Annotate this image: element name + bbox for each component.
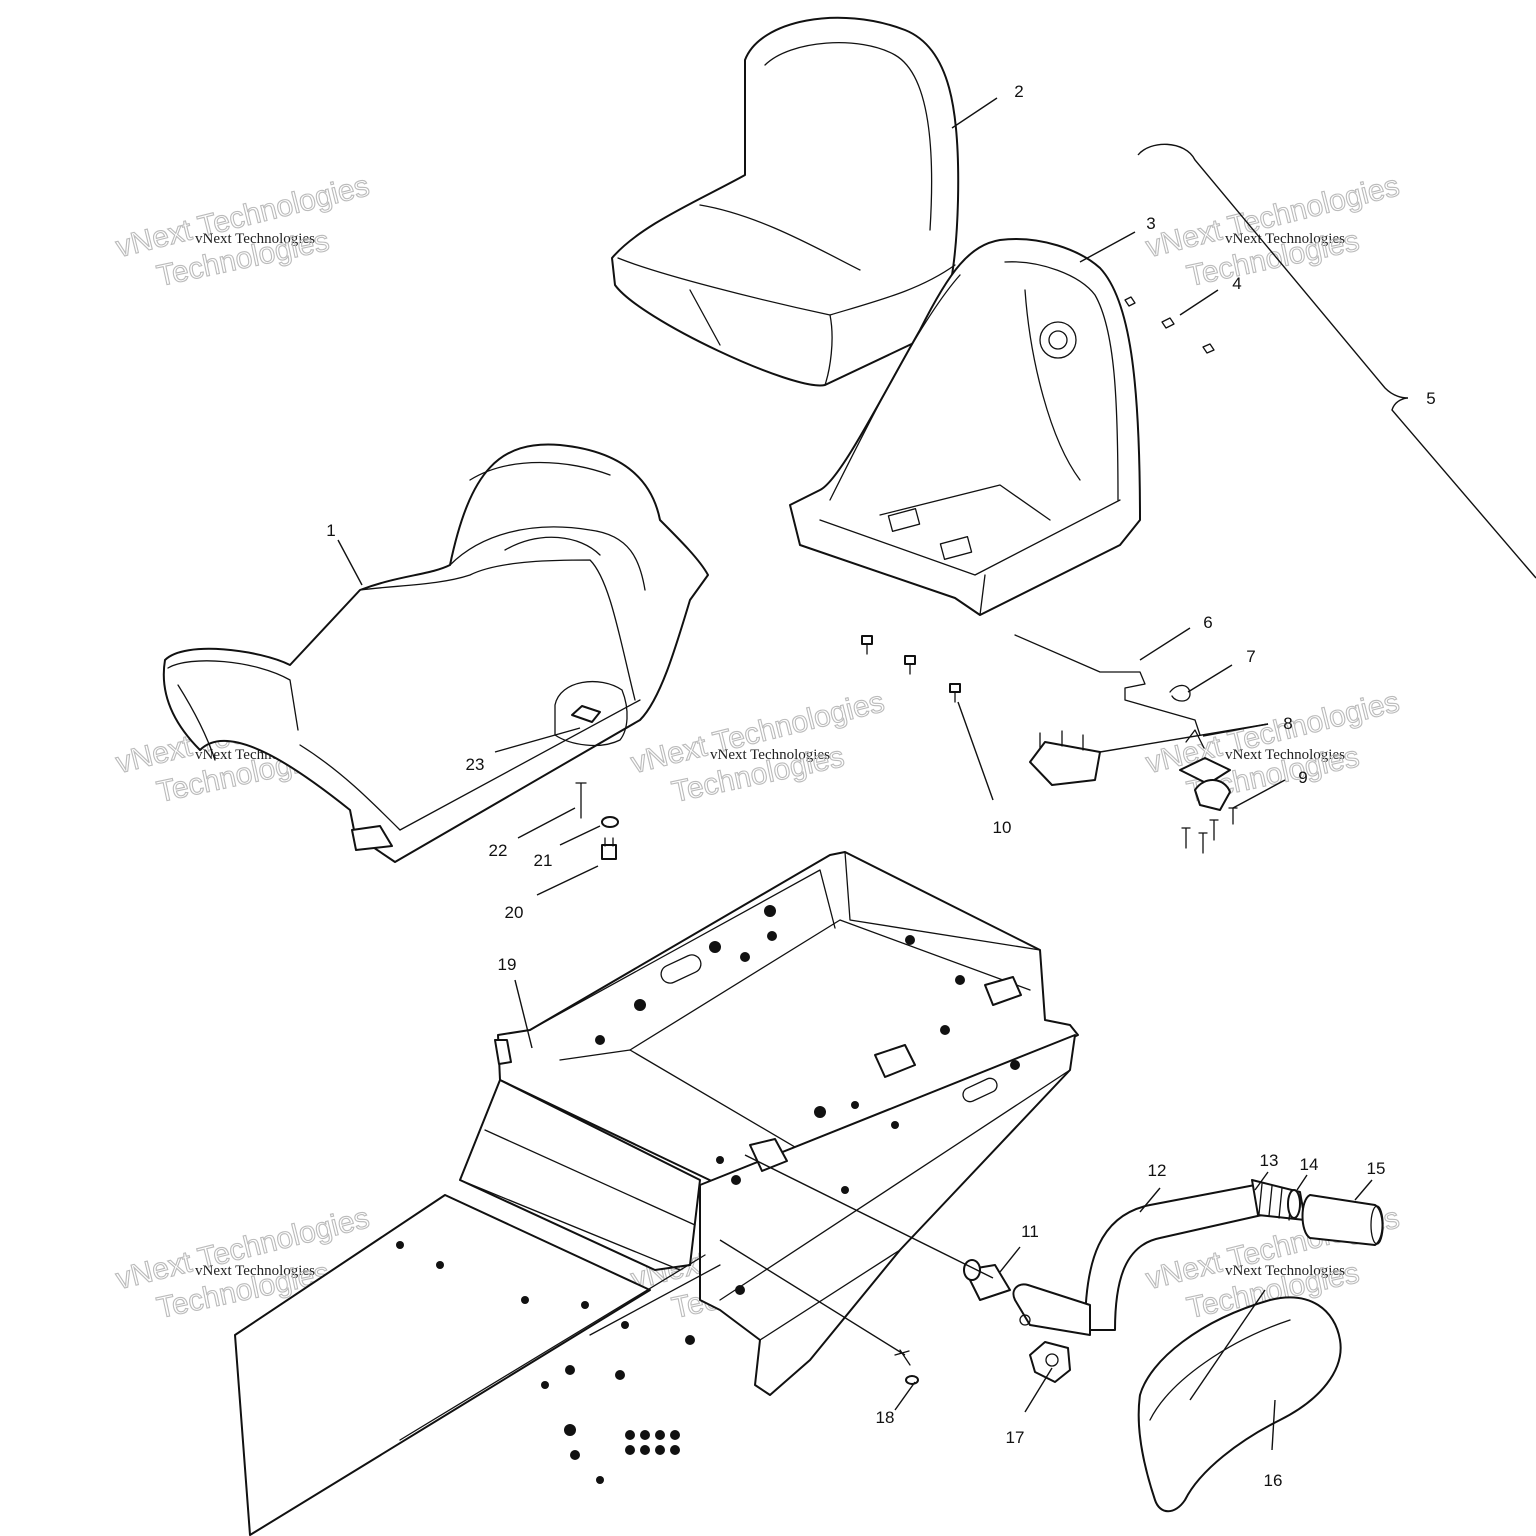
part-7-spring <box>1169 684 1191 702</box>
callout-21: 21 <box>534 851 553 870</box>
part-23-latch <box>554 680 628 747</box>
callout-11: 11 <box>1021 1222 1039 1241</box>
callout-14: 14 <box>1300 1155 1319 1174</box>
watermark-line-2: vNext Technologies <box>1225 1263 1345 1279</box>
part-1-rear-seat <box>162 443 709 863</box>
callout-1: 1 <box>326 521 335 540</box>
part-21-washer <box>601 816 619 828</box>
callout-12: 12 <box>1148 1161 1167 1180</box>
callout-13: 13 <box>1260 1151 1279 1170</box>
part-6-latch-rod <box>1014 634 1201 736</box>
part-14-grip-ring <box>1287 1189 1301 1219</box>
callout-numbers: 1 2 3 4 5 6 7 8 9 10 11 12 13 14 15 16 1… <box>326 82 1435 1490</box>
watermark: vNext Technologies vNext Technologies Te… <box>627 685 888 810</box>
part-11-bushing <box>963 1259 1011 1301</box>
callout-9: 9 <box>1298 768 1307 787</box>
callout-7: 7 <box>1246 647 1255 666</box>
watermark-line-2: vNext Technologies <box>1225 747 1345 763</box>
part-20-fastener <box>601 837 617 860</box>
part-19-seat-frame <box>234 851 1079 1536</box>
leader-lines <box>337 97 1373 1451</box>
callout-22: 22 <box>489 841 508 860</box>
part-10-screws <box>861 635 961 703</box>
callout-20: 20 <box>505 903 524 922</box>
callout-4: 4 <box>1232 274 1241 293</box>
callout-6: 6 <box>1203 613 1212 632</box>
part-15-grip <box>1301 1194 1384 1246</box>
watermark: vNext Technologies vNext Technologies Te… <box>1142 169 1403 294</box>
part-3-seat-base <box>789 238 1141 616</box>
part-4-screws <box>1124 296 1215 354</box>
part-16-backrest-pad <box>1137 1296 1342 1513</box>
callout-8: 8 <box>1283 714 1292 733</box>
callout-23: 23 <box>466 755 485 774</box>
watermark-line-2: vNext Technologies <box>710 747 830 763</box>
callout-16: 16 <box>1264 1471 1283 1490</box>
watermark-line-2: vNext Technologies <box>195 1263 315 1279</box>
callout-5: 5 <box>1426 389 1435 408</box>
part-17-clamp <box>1029 1341 1071 1383</box>
callout-19: 19 <box>498 955 517 974</box>
part-12-grab-handle <box>1012 1184 1263 1336</box>
watermark-line-2: vNext Technologies <box>195 231 315 247</box>
part-2-seat-cushion <box>611 16 960 387</box>
callout-3: 3 <box>1146 214 1155 233</box>
part-9-screws <box>1181 807 1238 854</box>
callout-10: 10 <box>993 818 1012 837</box>
callout-2: 2 <box>1014 82 1023 101</box>
watermark: vNext Technologies vNext Technologies Te… <box>1142 685 1403 810</box>
callout-18: 18 <box>876 1408 895 1427</box>
part-5-bracket-brace <box>1137 143 1536 579</box>
callout-17: 17 <box>1006 1428 1025 1447</box>
callout-15: 15 <box>1367 1159 1386 1178</box>
watermark-line-2: vNext Technologies <box>1225 231 1345 247</box>
part-18-rivet <box>894 1349 919 1385</box>
watermark: vNext Technologies vNext Technologies Te… <box>112 169 373 294</box>
part-8-latch-bracket <box>1029 729 1231 811</box>
part-22-bolt <box>575 782 587 819</box>
